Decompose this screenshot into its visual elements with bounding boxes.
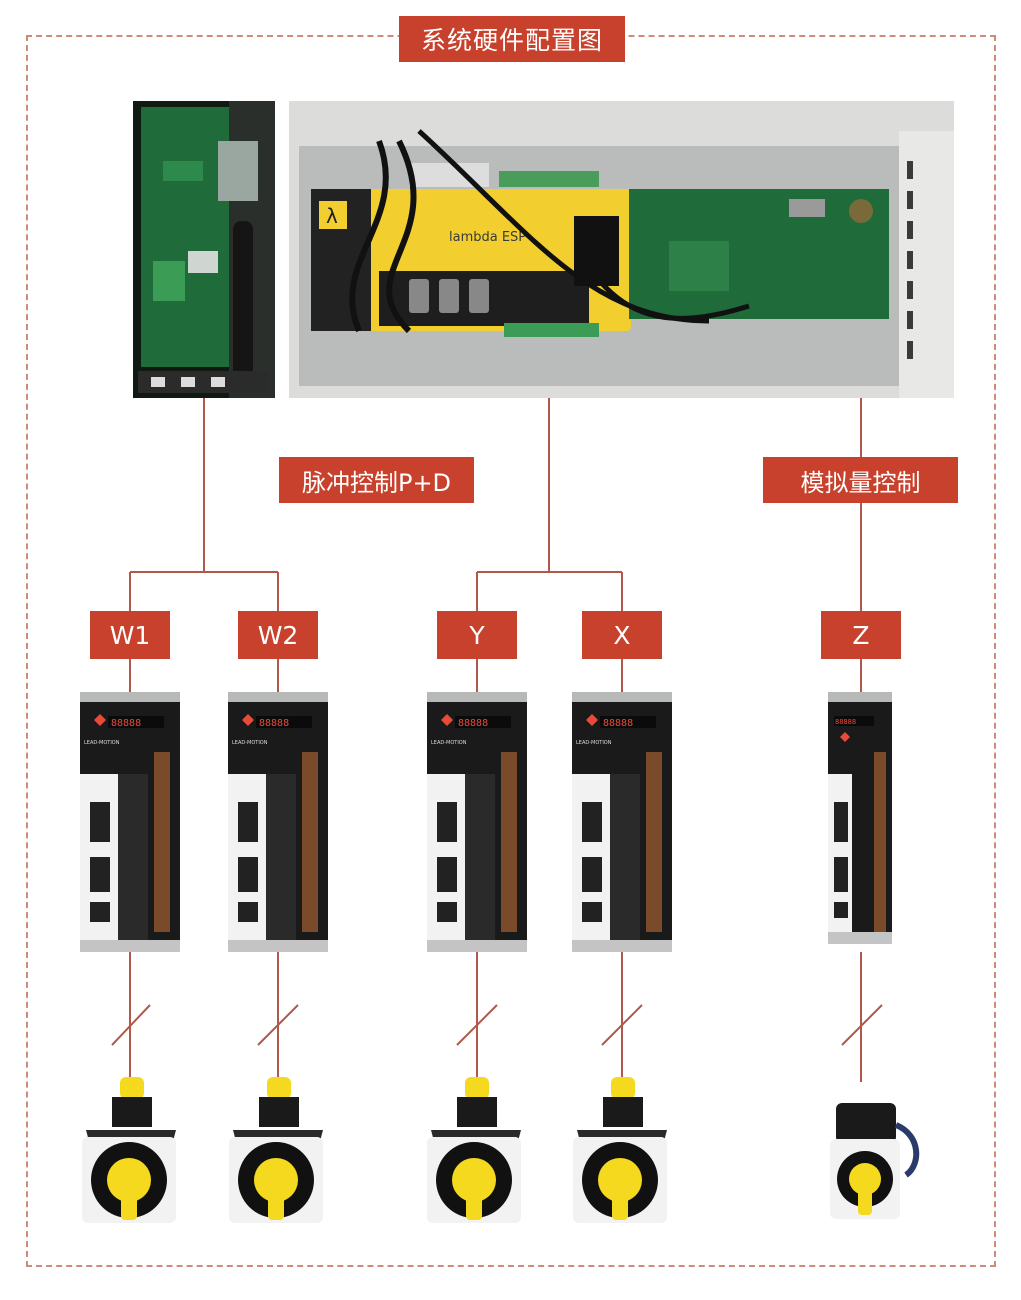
servo-motor-w1 — [82, 1077, 176, 1223]
servo-motor-x — [573, 1077, 667, 1223]
svg-text:88888: 88888 — [835, 718, 856, 726]
svg-text:LEAD-MOTION: LEAD-MOTION — [84, 740, 120, 746]
svg-text:88888: 88888 — [111, 718, 141, 729]
axis-label-w1: W1 — [90, 611, 170, 659]
svg-text:88888: 88888 — [259, 718, 289, 729]
axis-label-z: Z — [821, 611, 901, 659]
diagram-title: 系统硬件配置图 — [399, 16, 625, 62]
pulse-control-label: 脉冲控制P+D — [279, 457, 474, 503]
svg-text:LEAD-MOTION: LEAD-MOTION — [232, 740, 268, 746]
axis-label-x: X — [582, 611, 662, 659]
pcb-photo-left — [133, 101, 275, 398]
axis-label-w2: W2 — [238, 611, 318, 659]
svg-text:λ: λ — [326, 204, 338, 228]
servo-motor-y — [427, 1077, 521, 1223]
servo-drive-x: 88888 LEAD-MOTION — [572, 692, 672, 952]
controller-brand: lambda ESP — [449, 230, 526, 245]
svg-text:88888: 88888 — [458, 718, 488, 729]
analog-control-label: 模拟量控制 — [763, 457, 958, 503]
svg-text:LEAD-MOTION: LEAD-MOTION — [576, 740, 612, 746]
servo-drive-w2: 88888 LEAD-MOTION — [228, 692, 328, 952]
svg-text:LEAD-MOTION: LEAD-MOTION — [431, 740, 467, 746]
svg-text:88888: 88888 — [603, 718, 633, 729]
servo-motor-w2 — [229, 1077, 323, 1223]
axis-label-y: Y — [437, 611, 517, 659]
servo-drive-w1: 88888 LEAD-MOTION — [80, 692, 180, 952]
servo-drive-z: 88888 — [828, 692, 892, 944]
servo-motor-z — [830, 1103, 920, 1219]
controller-photo: λ lambda ESP — [289, 101, 954, 398]
servo-drive-y: 88888 LEAD-MOTION — [427, 692, 527, 952]
